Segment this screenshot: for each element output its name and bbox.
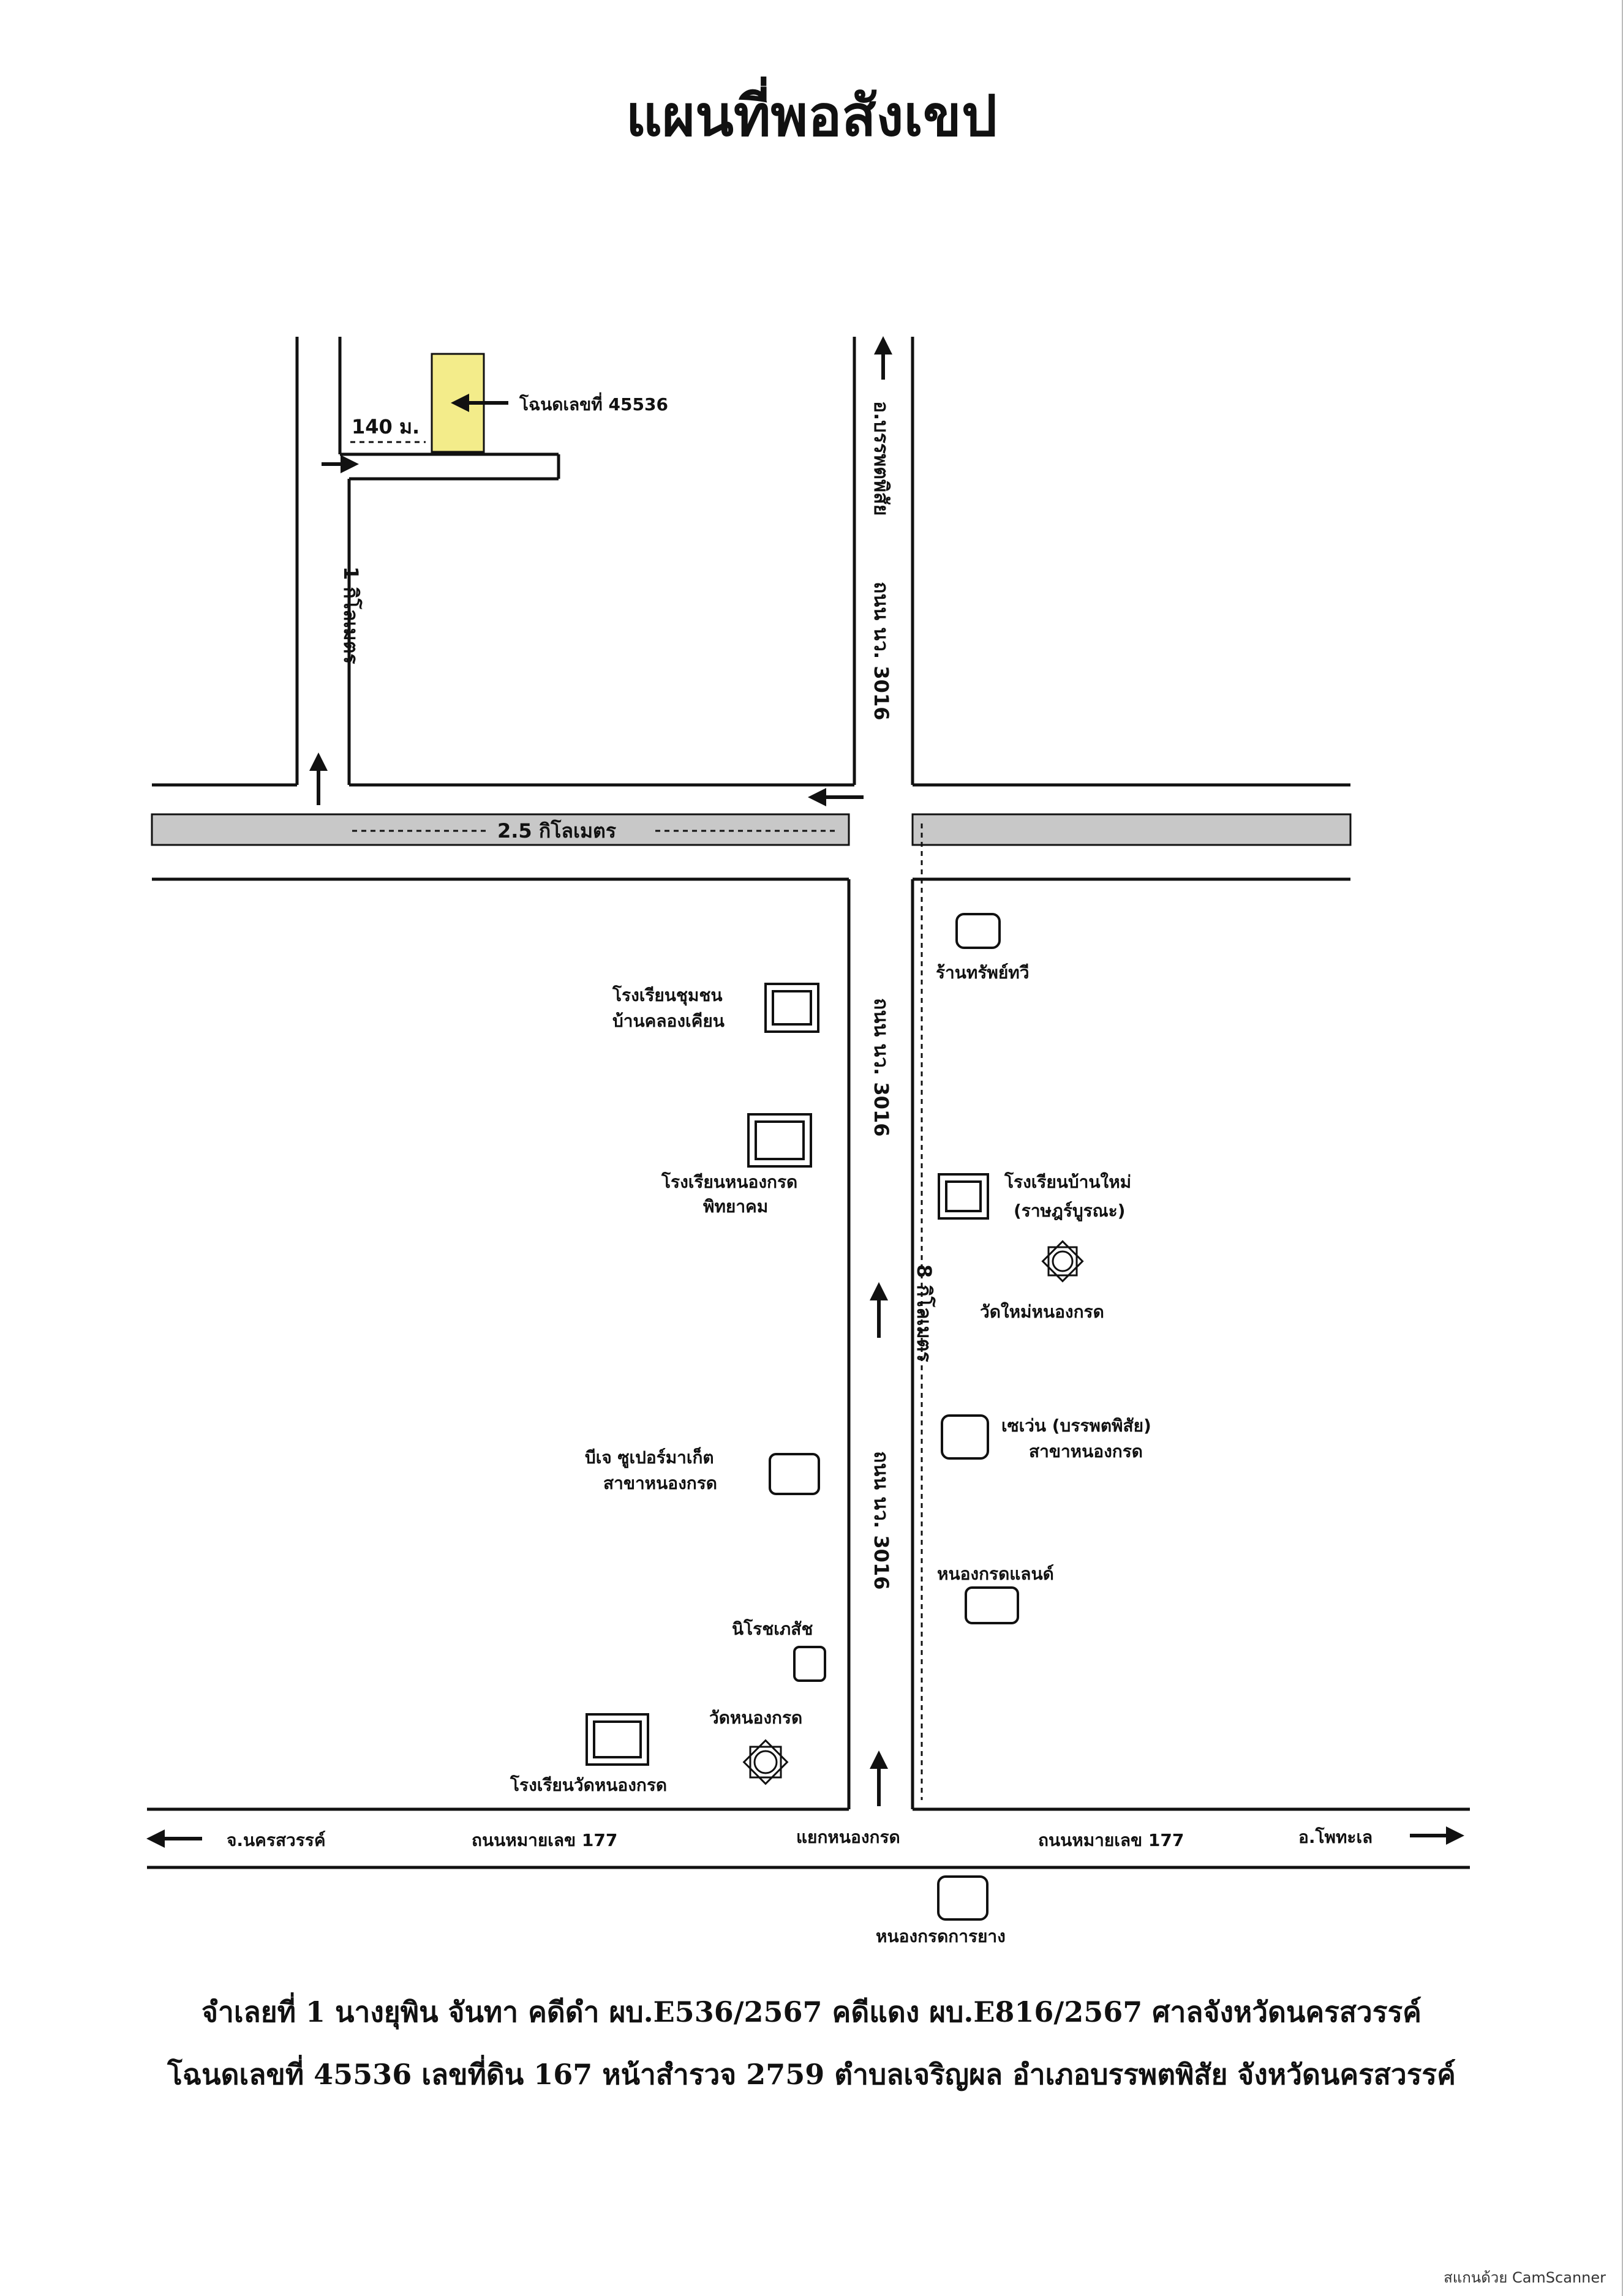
landmark-niroj: นิโรชเภสัช	[732, 1618, 813, 1639]
road-3016-label-upper: ถนน นว. 3016	[870, 582, 893, 720]
supermarket-icon	[769, 1453, 820, 1495]
pharmacy-icon	[793, 1646, 826, 1682]
landmark-school-nongkrot-1: โรงเรียนหนองกรด	[661, 1171, 797, 1192]
road-band-right	[911, 813, 1352, 846]
rubber-icon	[937, 1875, 988, 1921]
landmark-wat-mai: วัดใหม่หนองกรด	[980, 1302, 1104, 1322]
scanner-footer: สแกนด้วย CamScanner	[1444, 2269, 1606, 2286]
landmark-wat-nongkrot: วัดหนองกรด	[709, 1708, 802, 1728]
caption-line-1: จำเลยที่ 1 นางยุพิน จันทา คดีดำ ผบ.E536/…	[201, 1995, 1422, 2028]
dist-140m: 140 ม.	[352, 415, 420, 438]
road-3016-destination: อ.บรรพตพิสัย	[870, 401, 893, 516]
road-177-label-right: ถนนหมายเลข 177	[1038, 1830, 1184, 1850]
landmark-school-nongkrot-2: พิทยาคม	[703, 1196, 768, 1217]
seven-icon	[941, 1414, 989, 1460]
school-nongkrot-icon	[747, 1113, 812, 1168]
shop-icon	[955, 913, 1001, 949]
road-177-label-left: ถนนหมายเลข 177	[472, 1830, 617, 1850]
dist-2-5km: 2.5 กิโลเมตร	[497, 819, 616, 842]
landmark-rubber: หนองกรดการยาง	[876, 1926, 1006, 1946]
landmark-nongkrot-land: หนองกรดแลนด์	[937, 1564, 1054, 1584]
landmark-school-banmai-2: (ราษฎร์บูรณะ)	[1014, 1201, 1125, 1221]
landmark-school-community-2: บ้านคลองเคียน	[612, 1011, 725, 1031]
road-3016-label-mid: ถนน นว. 3016	[870, 998, 893, 1136]
dist-8km: 8 กิโลเมตร	[913, 1264, 936, 1362]
caption-line-2: โฉนดเลขที่ 45536 เลขที่ดิน 167 หน้าสำรวจ…	[167, 2058, 1456, 2091]
landmark-bigc-1: บีเจ ซูเปอร์มาเก็ต	[585, 1447, 714, 1468]
temple-nongkrot-icon	[742, 1739, 789, 1785]
landmark-bigc-2: สาขาหนองกรด	[603, 1473, 717, 1493]
dist-1km: 1 กิโลเมตร	[339, 566, 363, 664]
landmark-seven-1: เซเว่น (บรรพตพิสัย)	[1001, 1416, 1151, 1436]
junction-label: แยกหนองกรด	[796, 1827, 900, 1847]
land-icon	[965, 1586, 1019, 1624]
landmark-school-wat: โรงเรียนวัดหนองกรด	[510, 1774, 667, 1795]
road-3016-label-lower: ถนน นว. 3016	[870, 1451, 893, 1589]
landmark-school-community-1: โรงเรียนชุมชน	[612, 985, 723, 1006]
deed-label: โฉนดเลขที่ 45536	[519, 392, 668, 415]
school-wat-icon	[586, 1713, 649, 1766]
page-edge	[1622, 0, 1623, 2296]
temple-icon	[1041, 1240, 1084, 1283]
landmark-school-banmai-1: โรงเรียนบ้านใหม่	[1004, 1171, 1131, 1192]
school-banmai-icon	[938, 1173, 989, 1220]
page-title: แผนที่พอสังเขป	[625, 83, 998, 149]
road-band-left	[151, 813, 850, 846]
landmark-ran-sap: ร้านทรัพย์ทวี	[936, 962, 1029, 983]
to-nakhon-sawan: จ.นครสวรรค์	[227, 1830, 326, 1850]
to-photale: อ.โพทะเล	[1298, 1826, 1373, 1847]
landmark-seven-2: สาขาหนองกรด	[1029, 1441, 1143, 1461]
school-community-icon	[764, 983, 819, 1033]
